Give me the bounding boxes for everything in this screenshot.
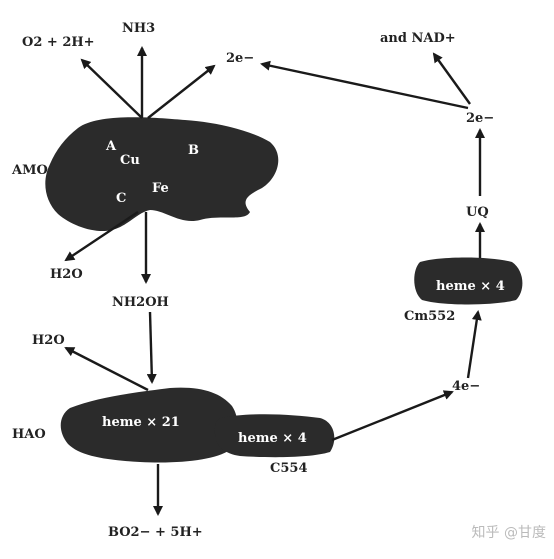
- label-h2o-mid: H2O: [32, 333, 65, 348]
- arrow-c554-to-4e: [331, 390, 454, 442]
- label-heme21: heme × 21: [102, 415, 180, 430]
- arrow-right-2e-to-top-2e: [260, 60, 469, 110]
- arrow-to-h2o-mid: [64, 346, 149, 392]
- label-4e: 4e−: [452, 379, 480, 394]
- label-c554: C554: [270, 461, 307, 476]
- label-site-c: C: [116, 191, 126, 206]
- arrow-to-o2: [80, 58, 143, 119]
- label-amo: AMO: [11, 163, 48, 178]
- hao-enzyme-blob: [60, 387, 238, 463]
- label-and-nad: and NAD+: [380, 31, 456, 46]
- label-heme4-right: heme × 4: [436, 279, 505, 294]
- label-site-fe: Fe: [152, 181, 169, 196]
- label-h2o-top: H2O: [50, 267, 83, 282]
- arrow-4e-to-cm552: [466, 310, 482, 379]
- label-site-cu: Cu: [120, 153, 140, 168]
- amo-enzyme-blob: [45, 117, 279, 232]
- c554-heme-blob: [214, 414, 335, 458]
- label-hao: HAO: [12, 427, 46, 442]
- label-bo2: BO2− + 5H+: [108, 525, 203, 540]
- label-nh2oh: NH2OH: [112, 295, 169, 310]
- label-heme4-bottom: heme × 4: [238, 431, 307, 446]
- arrow-to-nad: [432, 52, 471, 105]
- arrow-nh2oh-to-hao: [146, 311, 157, 384]
- label-o2-2h: O2 + 2H+: [22, 35, 95, 50]
- label-nh3: NH3: [122, 21, 155, 36]
- label-uq: UQ: [466, 205, 489, 220]
- label-2e-right: 2e−: [466, 111, 494, 126]
- watermark-text: 知乎 @甘度: [471, 525, 546, 541]
- label-site-a: A: [105, 139, 117, 154]
- arrow-to-2e-top: [147, 64, 216, 119]
- label-cm552: Cm552: [404, 309, 455, 324]
- label-site-b: B: [188, 143, 199, 158]
- cm552-heme-blob: [414, 257, 523, 305]
- label-2e-top: 2e−: [226, 51, 254, 66]
- arrow-to-h2o-top: [64, 211, 139, 262]
